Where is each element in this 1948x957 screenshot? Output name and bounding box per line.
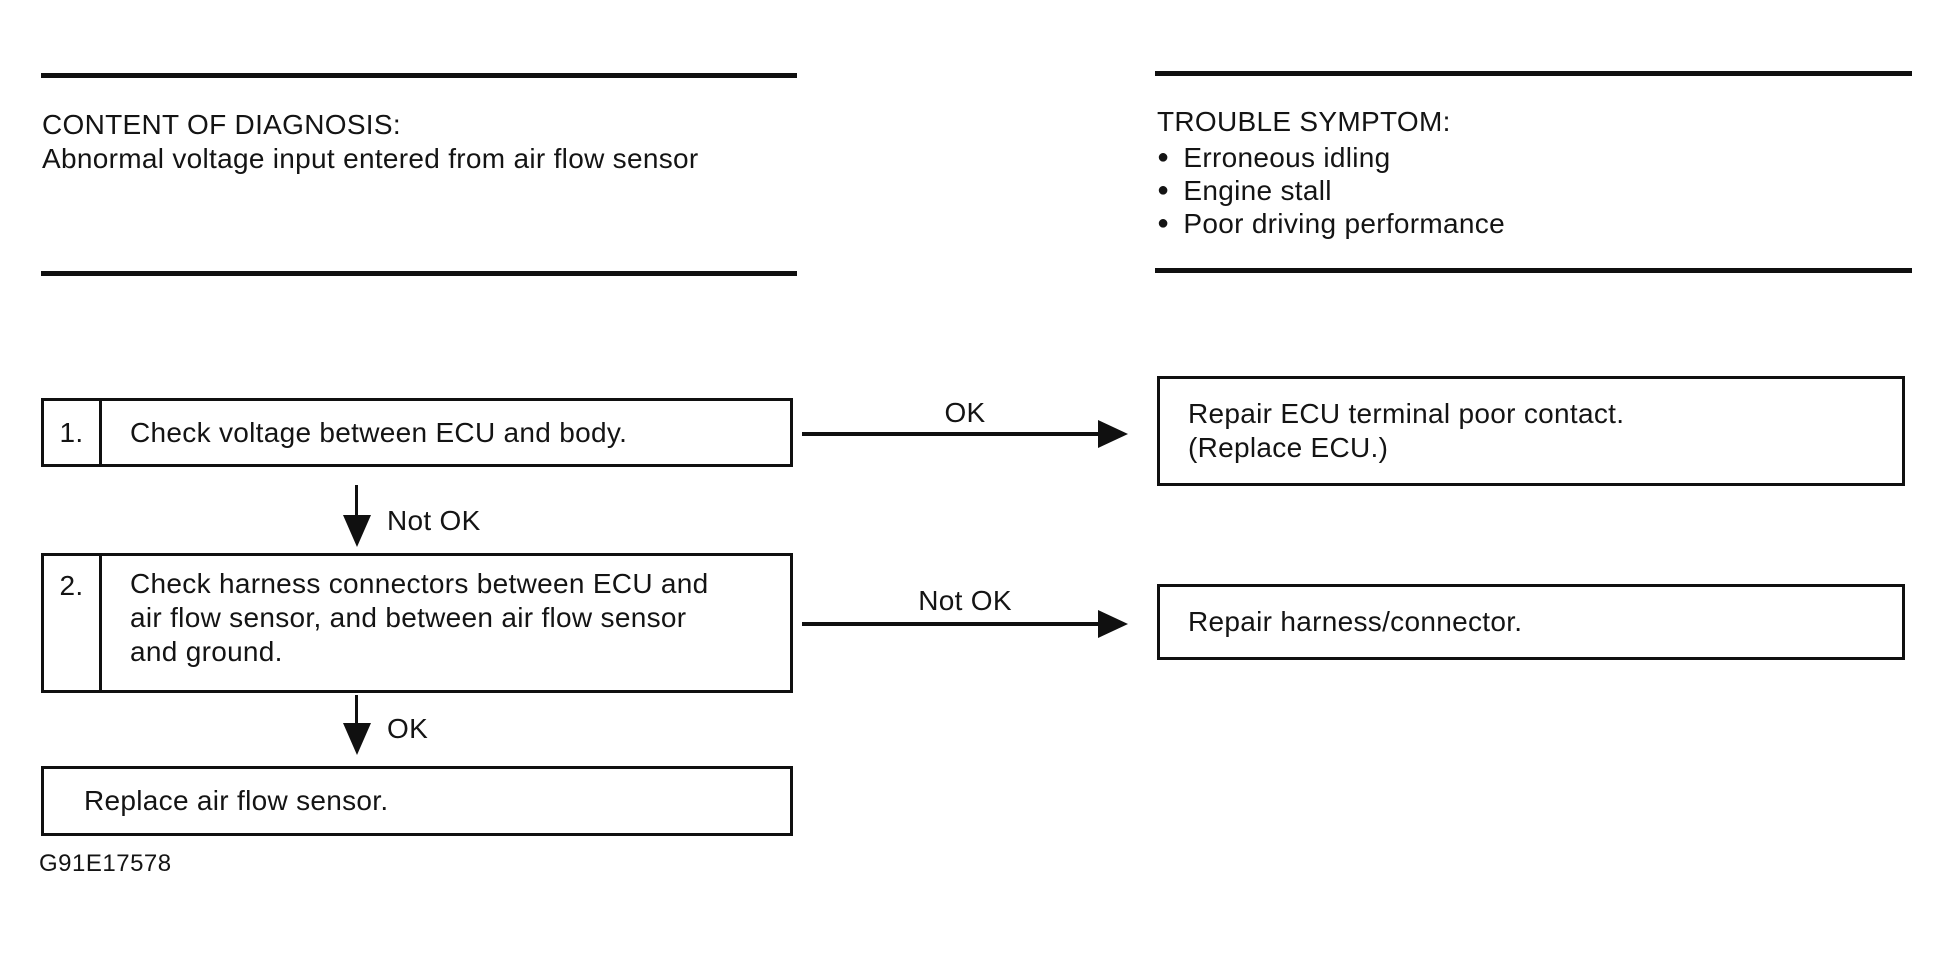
bullet-icon: ● — [1157, 146, 1170, 168]
diagnosis-description: Abnormal voltage input entered from air … — [42, 143, 699, 174]
branch-2-arrow-line — [802, 622, 1098, 626]
branch-1-arrowhead-icon — [1098, 420, 1128, 448]
result-1-line-2: (Replace ECU.) — [1188, 432, 1389, 463]
branch-1-arrow-line — [802, 432, 1098, 436]
symptom-item-label: Engine stall — [1183, 174, 1332, 206]
result-1-line-1: Repair ECU terminal poor contact. — [1188, 398, 1625, 429]
diagnosis-bottom-rule — [41, 271, 797, 276]
result-2-box: Repair harness/connector. — [1157, 584, 1905, 660]
down-2-label: OK — [387, 713, 429, 744]
branch-2-arrowhead-icon — [1098, 610, 1128, 638]
step-1-number: 1. — [44, 401, 102, 464]
down-1-arrowhead-icon — [343, 515, 371, 547]
down-2-arrow-line — [355, 695, 358, 727]
branch-2-label: Not OK — [918, 585, 1012, 616]
symptom-item-label: Poor driving performance — [1183, 207, 1505, 239]
symptom-bottom-rule — [1155, 268, 1912, 273]
symptom-item: ● Engine stall — [1157, 174, 1505, 207]
step-2-number: 2. — [44, 556, 102, 690]
result-1-box: Repair ECU terminal poor contact. (Repla… — [1157, 376, 1905, 486]
diagnosis-top-rule — [41, 73, 797, 78]
down-1-arrow-line — [355, 485, 358, 519]
symptom-list: ● Erroneous idling ● Engine stall ● Poor… — [1157, 141, 1505, 240]
result-1-text: Repair ECU terminal poor contact. (Repla… — [1160, 379, 1640, 483]
symptom-item-label: Erroneous idling — [1183, 141, 1391, 173]
step-2-text-content: Check harness connectors between ECU and… — [130, 568, 709, 667]
step-2-text: Check harness connectors between ECU and… — [102, 556, 746, 690]
bullet-icon: ● — [1157, 212, 1170, 234]
down-2-arrowhead-icon — [343, 723, 371, 755]
bullet-icon: ● — [1157, 179, 1170, 201]
symptom-top-rule — [1155, 71, 1912, 76]
branch-1-label: OK — [944, 397, 986, 428]
symptom-title: TROUBLE SYMPTOM: — [1157, 106, 1451, 137]
symptom-item: ● Poor driving performance — [1157, 207, 1505, 240]
diagnosis-title: CONTENT OF DIAGNOSIS: — [42, 109, 401, 140]
down-1-label: Not OK — [387, 505, 481, 536]
final-step-text: Replace air flow sensor. — [84, 785, 389, 816]
figure-id: G91E17578 — [39, 850, 172, 877]
step-1-text: Check voltage between ECU and body. — [130, 416, 628, 448]
symptom-item: ● Erroneous idling — [1157, 141, 1505, 174]
result-2-text: Repair harness/connector. — [1188, 606, 1523, 637]
final-step-box: Replace air flow sensor. — [41, 766, 793, 836]
step-2-box: 2. Check harness connectors between ECU … — [41, 553, 793, 693]
step-1-box: 1. Check voltage between ECU and body. — [41, 398, 793, 467]
